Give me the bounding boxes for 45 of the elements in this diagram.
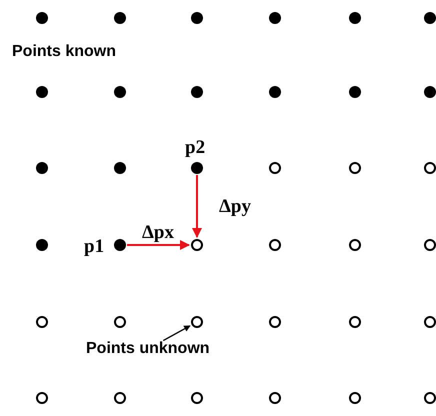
hollow-circle [36, 392, 48, 404]
leader-arrow [162, 325, 191, 342]
hollow-circle [349, 392, 361, 404]
hollow-circle [349, 239, 361, 251]
arrow [192, 175, 202, 238]
hollow-circle [424, 239, 436, 251]
filled-dot [36, 86, 48, 98]
filled-dot [349, 12, 361, 24]
arrow [127, 240, 190, 250]
caption-text: Points unknown [86, 341, 210, 357]
point-label: p1 [84, 237, 104, 256]
filled-dot [269, 86, 281, 98]
hollow-circle [349, 316, 361, 328]
filled-dot [114, 239, 126, 251]
caption-text: Points known [12, 44, 116, 60]
edge-label: Δpx [142, 223, 174, 242]
edge-label: Δpy [219, 196, 251, 216]
hollow-circle [349, 162, 361, 174]
hollow-circle [424, 162, 436, 174]
hollow-circle [191, 239, 203, 251]
hollow-circle [424, 392, 436, 404]
filled-dot [349, 86, 361, 98]
hollow-circle [114, 316, 126, 328]
filled-dot [424, 86, 436, 98]
hollow-circle [269, 392, 281, 404]
hollow-circle [424, 316, 436, 328]
filled-dot [269, 12, 281, 24]
filled-dot [114, 12, 126, 24]
filled-dot [114, 86, 126, 98]
filled-dot [191, 162, 203, 174]
hollow-circle [191, 316, 203, 328]
point-label: p2 [185, 138, 206, 157]
hollow-circle [269, 316, 281, 328]
filled-dot [36, 162, 48, 174]
filled-dot [191, 12, 203, 24]
filled-dot [36, 12, 48, 24]
hollow-circle [269, 239, 281, 251]
hollow-circle [114, 392, 126, 404]
filled-dot [424, 12, 436, 24]
hollow-circle [36, 316, 48, 328]
filled-dot [114, 162, 126, 174]
filled-dot [36, 239, 48, 251]
hollow-circle [269, 162, 281, 174]
filled-dot [191, 86, 203, 98]
hollow-circle [191, 392, 203, 404]
